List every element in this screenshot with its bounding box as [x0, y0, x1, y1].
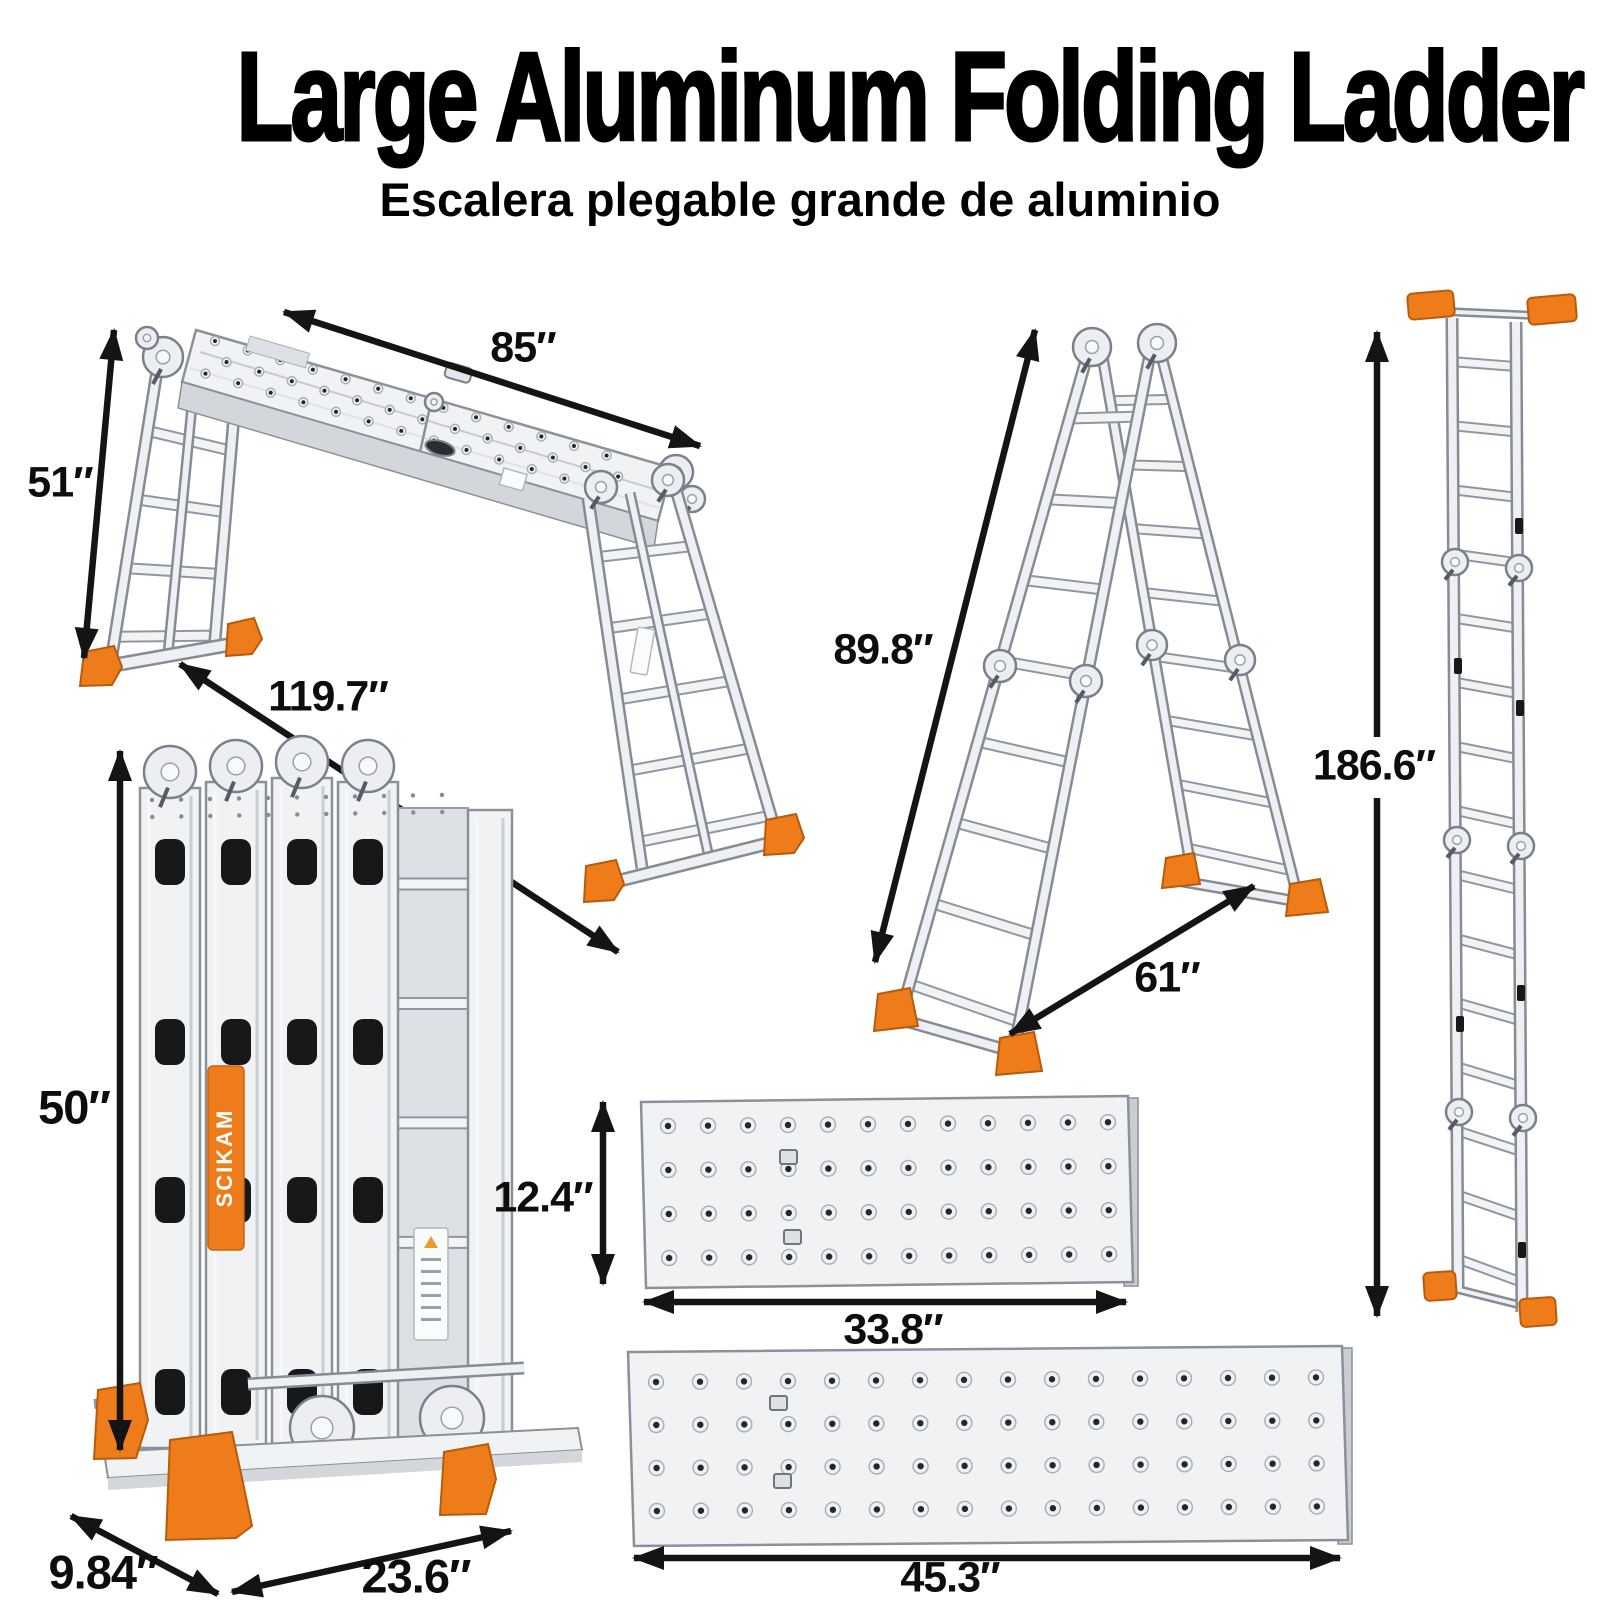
platform-safety-sticker: [498, 467, 528, 492]
dim-scaffold-height: 51″: [27, 458, 93, 507]
a-frame-front-foot-2: [994, 1030, 1044, 1077]
dim-short-plank-length: 33.8″: [843, 1305, 943, 1354]
a-frame-rear-foot-2: [1284, 877, 1330, 918]
dim-plank-width: 12.4″: [493, 1173, 593, 1222]
short-plank-tab-2: [783, 1229, 802, 1245]
short-plank-illustration: [591, 1094, 1139, 1314]
arrow-scaffold-height: [74, 328, 124, 660]
folded-rail-5: [466, 808, 514, 1462]
page-subtitle: Escalera plegable grande de aluminio: [379, 173, 1221, 226]
arrow-folded-width: [230, 1525, 513, 1598]
folded-foot-right: [438, 1442, 498, 1517]
short-plank-tab: [779, 1149, 798, 1165]
extended-bottom-left-cap: [1422, 1270, 1458, 1302]
dim-folded-height: 50″: [38, 1080, 111, 1134]
brand-sticker-text: SCIKAM: [212, 1109, 237, 1208]
long-plank-tab-2: [773, 1473, 792, 1489]
short-plank-body: [639, 1094, 1135, 1290]
warning-triangle-icon: [424, 1236, 438, 1248]
scaffold-position-illustration: [74, 308, 806, 955]
page-title: Large Aluminum Folding Ladder: [0, 26, 1600, 167]
ladder-safety-sticker: [629, 626, 656, 676]
a-frame-front-foot: [872, 986, 920, 1033]
arrow-platform-length: [282, 308, 702, 450]
extended-bottom-right-cap: [1518, 1296, 1558, 1328]
dim-folded-depth: 9.84″: [48, 1545, 159, 1599]
long-plank-tab: [769, 1395, 788, 1411]
brand-sticker: [207, 1065, 245, 1251]
folded-position-illustration: SCIKAM: [69, 734, 584, 1598]
extended-top-left-cap: [1406, 289, 1456, 321]
scaffold-left-foot-2: [224, 616, 264, 658]
folded-opening: [397, 807, 469, 1461]
scaffold-right-foot: [582, 858, 626, 904]
extended-top-right-cap: [1526, 293, 1578, 326]
dim-a-frame-base: 61″: [1134, 953, 1200, 1002]
long-plank-illustration: [626, 1344, 1353, 1570]
dim-platform-length: 85″: [490, 323, 556, 372]
extended-position-illustration: [1365, 289, 1578, 1328]
arrow-a-frame-base: [1008, 883, 1256, 1037]
arrow-a-frame-side: [870, 328, 1040, 964]
dim-long-plank-length: 45.3″: [900, 1553, 1000, 1600]
dim-scaffold-base-span: 119.7″: [268, 672, 389, 721]
dim-folded-width: 23.6″: [361, 1549, 472, 1600]
scaffold-right-foot-2: [762, 812, 806, 857]
a-frame-position-illustration: [870, 322, 1330, 1077]
a-frame-rear-foot: [1160, 851, 1202, 890]
long-plank-body: [626, 1344, 1350, 1548]
arrow-folded-depth: [69, 1513, 220, 1597]
dim-extended-length: 186.6″: [1312, 741, 1436, 790]
dim-a-frame-side: 89.8″: [833, 625, 933, 674]
page-title-text: Large Aluminum Folding Ladder: [235, 26, 1586, 167]
